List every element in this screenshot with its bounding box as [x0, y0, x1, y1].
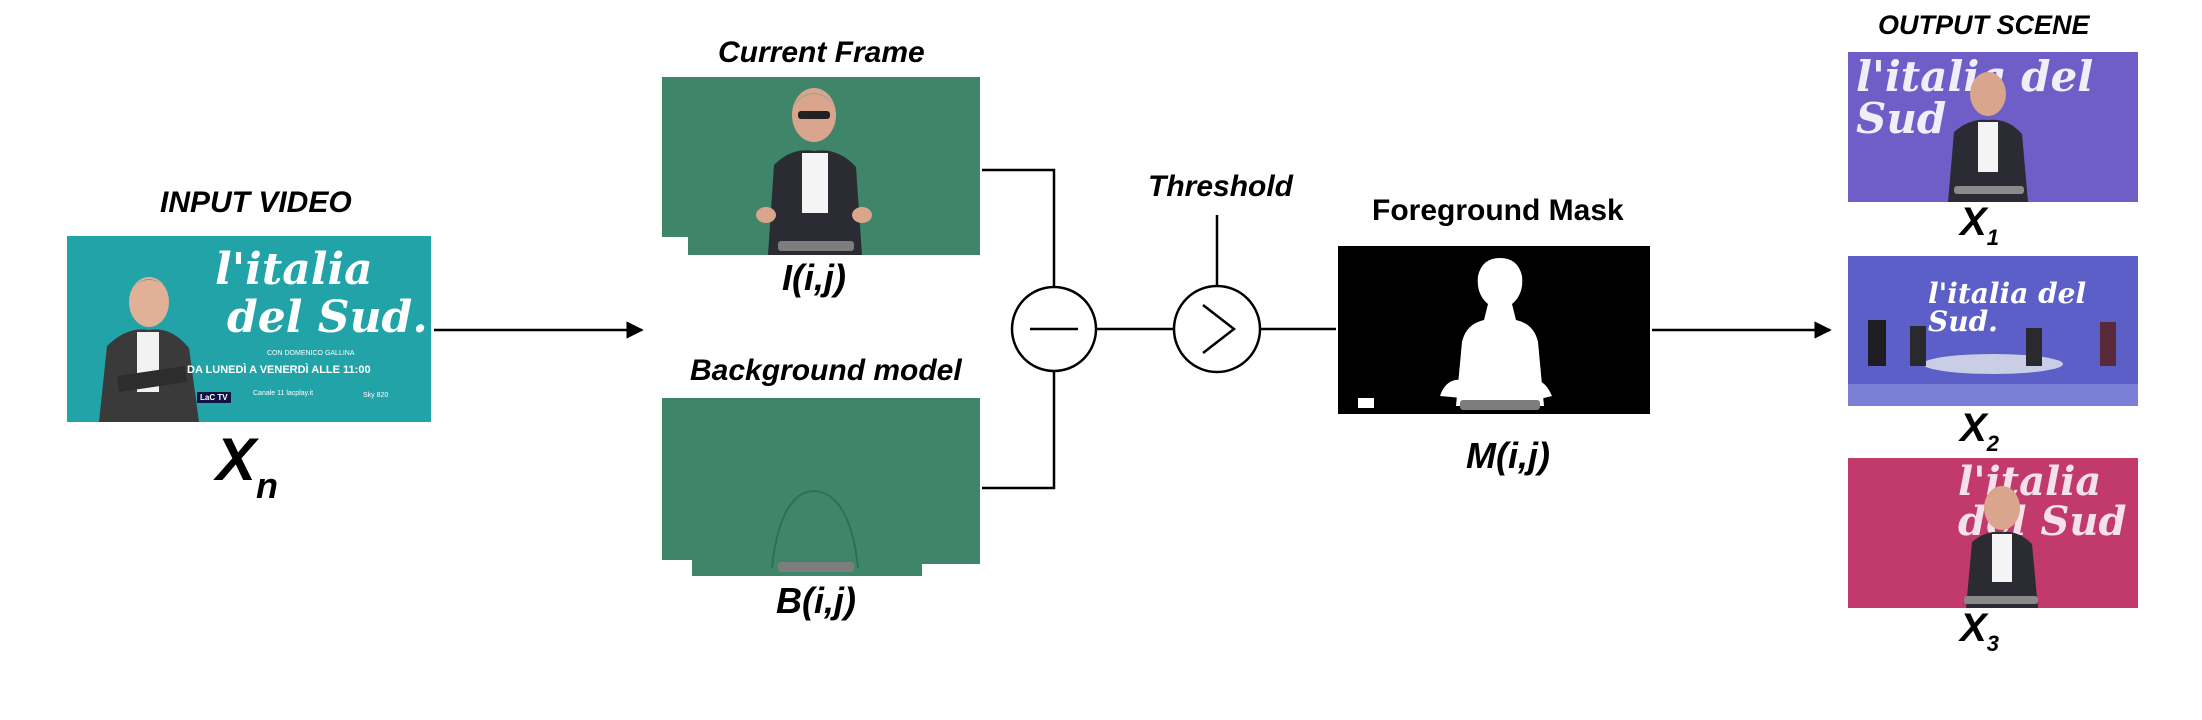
current-frame-title: Current Frame [718, 36, 925, 69]
poster-schedule: DA LUNEDÌ A VENERDÌ ALLE 11:00 [187, 364, 371, 376]
poster-channel-2: Canale 11 lacplay.it [253, 390, 314, 397]
output-scene-1-figure [1948, 72, 2028, 202]
poster-channel-1: LaC TV [197, 392, 231, 403]
foreground-mask-title: Foreground Mask [1372, 194, 1624, 227]
output-scene-1-image: l'italia del Sud [1848, 52, 2138, 202]
input-variable: Xn [216, 430, 278, 504]
foreground-mask-variable: M(i,j) [1466, 435, 1550, 476]
threshold-title: Threshold [1148, 170, 1294, 203]
output-scene-3-var-sub: 3 [1986, 631, 1999, 656]
line-background-model [982, 355, 1056, 490]
greater-than-icon [1202, 304, 1237, 354]
output-scene-3-figure [1964, 486, 2038, 608]
output-scene-1-var-main: X [1960, 200, 1987, 244]
input-var-main: X [216, 426, 257, 493]
foreground-mask-image [1338, 246, 1650, 414]
background-model-image [662, 398, 980, 576]
background-model-figure [662, 398, 980, 576]
background-model-variable: B(i,j) [776, 580, 856, 621]
input-var-sub: n [256, 465, 279, 506]
input-video-title: INPUT VIDEO [160, 186, 352, 219]
foreground-mask-figure [1338, 246, 1650, 414]
output-scene-1-var-sub: 1 [1986, 225, 1999, 250]
output-scene-2-figure [1848, 320, 2138, 406]
output-scene-2-var-main: X [1960, 406, 1987, 450]
line-current-frame [982, 168, 1056, 303]
output-scene-3-variable: X3 [1960, 606, 1999, 655]
poster-host: CON DOMENICO GALLINA [267, 350, 355, 357]
output-scene-2-var-sub: 2 [1986, 431, 1999, 456]
output-scene-2-text: l'italia del Sud. [1928, 277, 2087, 338]
poster-channel-3: Sky 820 [363, 392, 389, 399]
presenter-figure [67, 236, 431, 422]
poster-brand-line1: l'italia [215, 244, 373, 295]
output-scene-2-image: l'italia del Sud. [1848, 256, 2138, 406]
poster-brand-line2: del Sud. [227, 292, 428, 343]
output-scene-2-variable: X2 [1960, 406, 1999, 455]
output-scene-3-image: l'italia del Sud [1848, 458, 2138, 608]
background-model-title: Background model [690, 354, 962, 387]
output-scene-1-text: l'italia del Sud [1856, 52, 2094, 143]
current-frame-figure [662, 77, 980, 255]
output-scene-3-var-main: X [1960, 606, 1987, 650]
input-video-thumbnail: l'italia del Sud. CON DOMENICO GALLINA D… [67, 236, 431, 422]
output-scene-1-variable: X1 [1960, 200, 1999, 249]
output-scene-title: OUTPUT SCENE [1878, 10, 2090, 40]
current-frame-image [662, 77, 980, 255]
current-frame-variable: I(i,j) [782, 257, 846, 298]
threshold-node [1172, 284, 1262, 374]
